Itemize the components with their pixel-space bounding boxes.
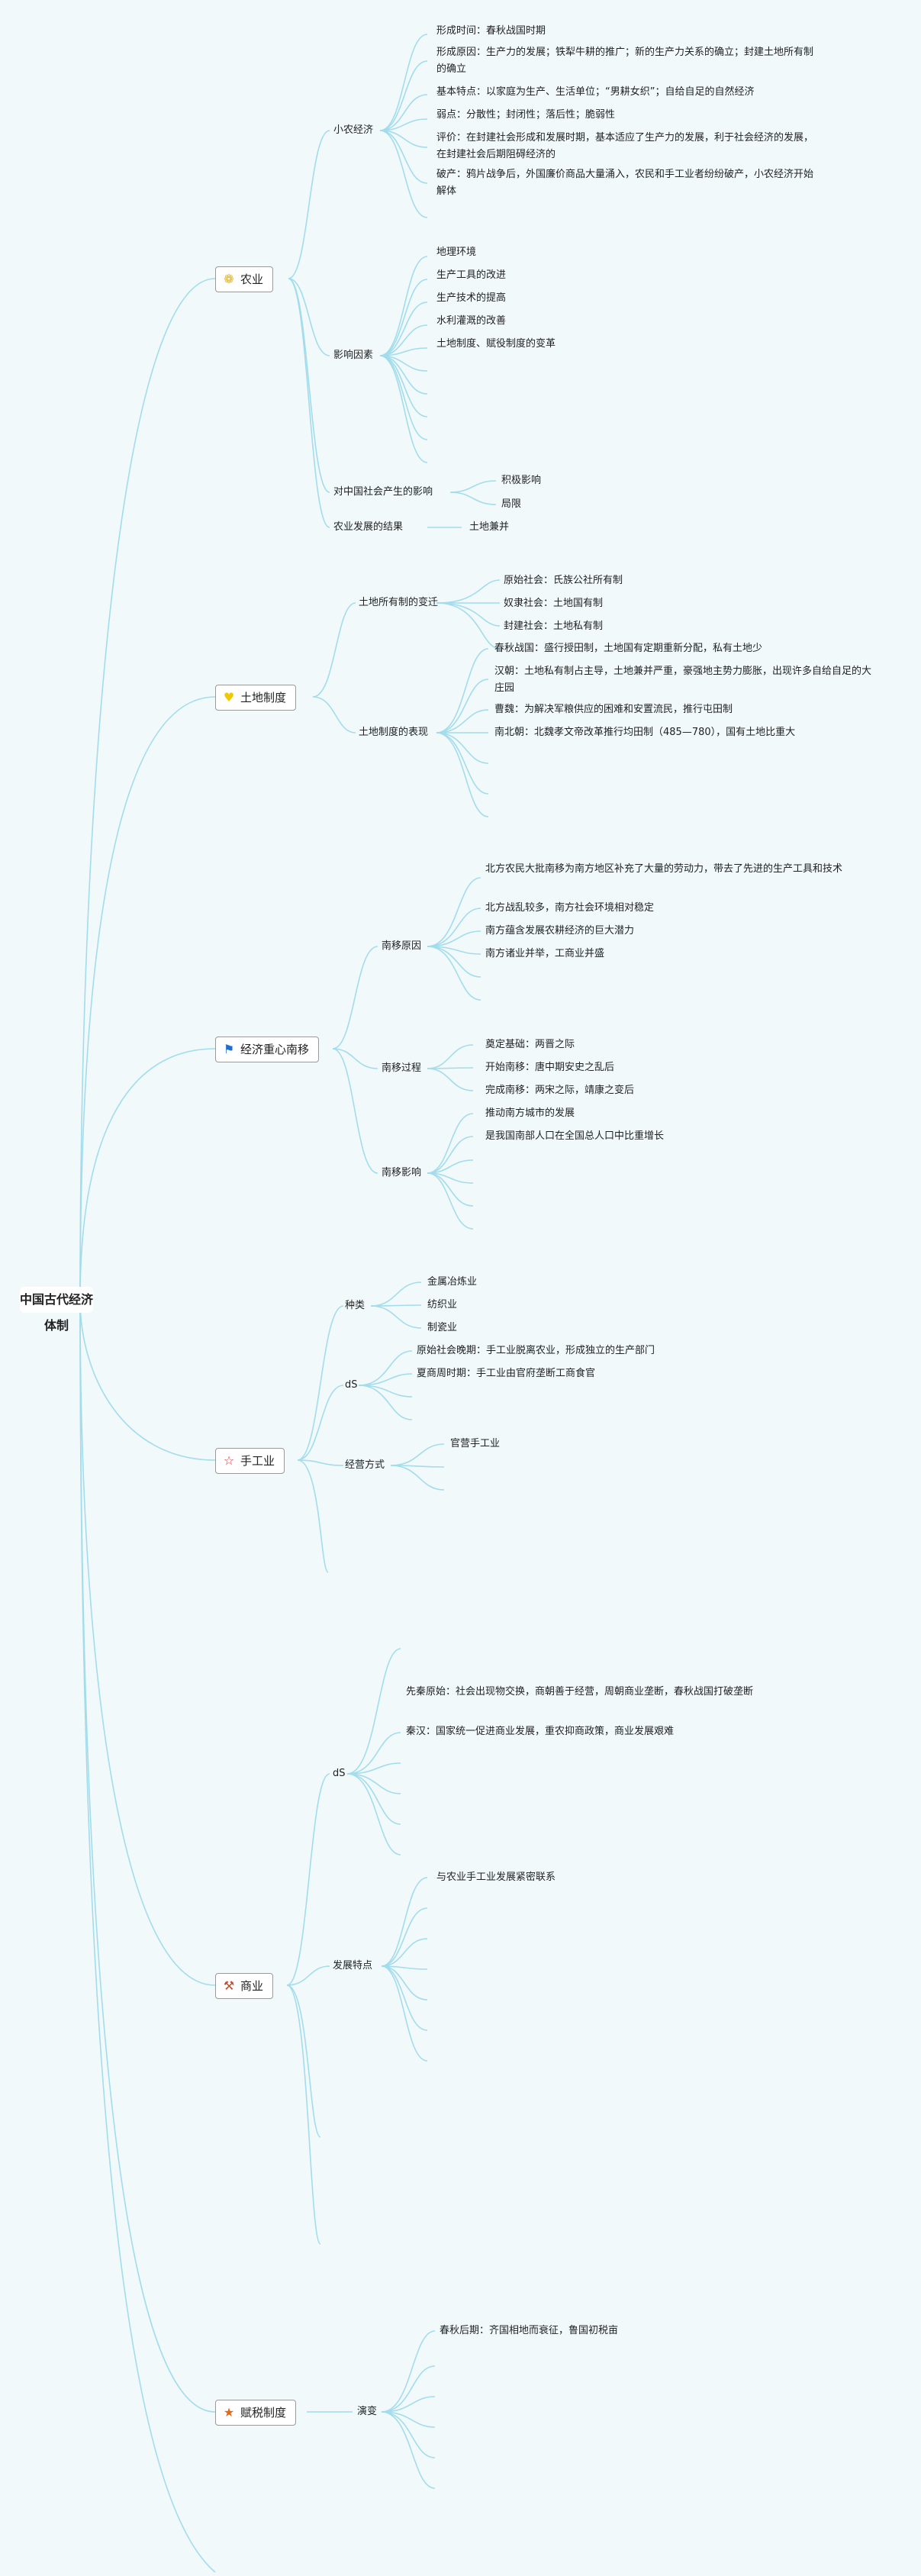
leaf-type-3[interactable]: 制瓷业 [427,1322,458,1333]
node-commerce-ds[interactable]: dS [333,1768,346,1779]
leaf-feature-1[interactable]: 与农业手工业发展紧密联系 [436,1872,556,1883]
leaf-reason-2[interactable]: 北方战乱较多，南方社会环境相对稳定 [485,902,655,914]
flag-icon: ⚑ [223,1042,235,1056]
node-land-change[interactable]: 土地所有制的变迁 [359,597,439,608]
leaf-factor-1[interactable]: 地理环境 [436,247,477,258]
star-icon: ☆ [223,1453,235,1468]
topic-agriculture-label: 农业 [240,272,264,286]
leaf-small-4[interactable]: 弱点：分散性；封闭性；落后性；脆弱性 [436,109,616,121]
leaf-land-change-2[interactable]: 奴隶社会：土地国有制 [504,598,604,609]
leaf-factor-3[interactable]: 生产技术的提高 [436,292,507,304]
node-south-process[interactable]: 南移过程 [382,1062,422,1074]
leaf-land-annexation[interactable]: 土地兼并 [469,521,510,533]
leaf-reason-3[interactable]: 南方蕴含发展农耕经济的巨大潜力 [485,925,635,937]
leaf-land-show-2[interactable]: 汉朝：土地私有制占主导，土地兼并严重，豪强地主势力膨胀，出现许多自给自足的大庄园 [494,666,872,694]
topic-land-system[interactable]: ♥ 土地制度 [215,685,297,711]
leaf-factor-2[interactable]: 生产工具的改进 [436,269,507,281]
topic-land-system-label: 土地制度 [240,691,287,704]
node-commerce-feature[interactable]: 发展特点 [333,1960,373,1971]
leaf-process-1[interactable]: 奠定基础：两晋之际 [485,1039,575,1050]
node-south-reason[interactable]: 南移原因 [382,940,422,952]
leaf-land-change-1[interactable]: 原始社会：氏族公社所有制 [504,575,623,586]
heart-icon: ♥ [223,690,235,704]
topic-agriculture[interactable]: ❁ 农业 [215,266,274,292]
leaf-small-6[interactable]: 破产：鸦片战争后，外国廉价商品大量涌入，农民和手工业者纷纷破产，小农经济开始解体 [436,169,814,197]
root-topic[interactable]: 中国古代经济体制 [20,1287,93,1333]
leaf-type-2[interactable]: 纺织业 [427,1299,458,1311]
leaf-impact-positive[interactable]: 积极影响 [501,475,542,486]
leaf-cds-1[interactable]: 先秦原始：社会出现物交换，商朝善于经营，周朝商业垄断，春秋战国打破垄断 [406,1686,754,1697]
topic-commerce-label: 商业 [240,1979,264,1993]
leaf-small-2[interactable]: 形成原因：生产力的发展；铁犁牛耕的推广；新的生产力关系的确立；封建土地所有制的确… [436,47,814,75]
leaf-reason-4[interactable]: 南方诸业并举，工商业并盛 [485,948,605,959]
node-social-impact[interactable]: 对中国社会产生的影响 [333,486,433,498]
leaf-impact-limit[interactable]: 局限 [501,498,522,510]
leaf-type-1[interactable]: 金属冶炼业 [427,1276,478,1288]
node-handicraft-types[interactable]: 种类 [345,1300,366,1311]
leaf-cds-2[interactable]: 秦汉：国家统一促进商业发展，重农抑商政策，商业发展艰难 [406,1726,675,1737]
leaf-land-change-3[interactable]: 封建社会：土地私有制 [504,621,604,632]
topic-tax-system[interactable]: ★ 赋税制度 [215,2400,297,2426]
topic-economy-south[interactable]: ⚑ 经济重心南移 [215,1037,320,1062]
hammer-icon: ⚒ [223,1978,235,1993]
leaf-reason-1[interactable]: 北方农民大批南移为南方地区补充了大量的劳动力，带去了先进的生产工具和技术 [485,863,843,875]
leaf-small-1[interactable]: 形成时间：春秋战国时期 [436,25,546,37]
leaf-small-3[interactable]: 基本特点：以家庭为生产、生活单位；“男耕女织”；自给自足的自然经济 [436,86,755,98]
leaf-factor-4[interactable]: 水利灌溉的改善 [436,315,507,327]
leaf-factor-5[interactable]: 土地制度、赋役制度的变革 [436,338,556,350]
leaf-tax-1[interactable]: 春秋后期：齐国相地而衰征，鲁国初税亩 [440,2325,619,2336]
leaf-hds-1[interactable]: 原始社会晚期：手工业脱离农业，形成独立的生产部门 [417,1345,655,1356]
leaf-land-show-3[interactable]: 曹魏：为解决军粮供应的困难和安置流民，推行屯田制 [494,704,733,715]
topic-handicraft-label: 手工业 [240,1454,275,1468]
node-tax-evolve[interactable]: 演变 [357,2406,378,2417]
leaf-land-show-1[interactable]: 春秋战国：盛行授田制，土地国有定期重新分配，私有土地少 [494,643,763,654]
node-south-effect[interactable]: 南移影响 [382,1167,422,1178]
leaf-manage-1[interactable]: 官营手工业 [450,1438,501,1449]
node-handicraft-manage[interactable]: 经营方式 [345,1459,385,1471]
leaf-effect-1[interactable]: 推动南方城市的发展 [485,1107,575,1119]
node-agri-result[interactable]: 农业发展的结果 [333,521,404,533]
leaf-effect-2[interactable]: 是我国南部人口在全国总人口中比重增长 [485,1130,665,1142]
node-influence-factors[interactable]: 影响因素 [333,350,374,361]
leaf-process-3[interactable]: 完成南移：两宋之际，靖康之变后 [485,1085,635,1096]
node-handicraft-ds[interactable]: dS [345,1379,358,1391]
leaf-land-show-4[interactable]: 南北朝：北魏孝文帝改革推行均田制（485—780），国有土地比重大 [494,727,796,738]
topic-handicraft[interactable]: ☆ 手工业 [215,1448,285,1474]
leaf-small-5[interactable]: 评价：在封建社会形成和发展时期，基本适应了生产力的发展，利于社会经济的发展，在封… [436,132,814,160]
topic-commerce[interactable]: ⚒ 商业 [215,1973,274,1999]
node-small-farmer-economy[interactable]: 小农经济 [333,124,374,136]
star-filled-icon: ★ [223,2405,235,2420]
node-land-show[interactable]: 土地制度的表现 [359,727,429,738]
wheat-bundle-icon: ❁ [224,272,234,286]
topic-economy-south-label: 经济重心南移 [240,1043,310,1056]
leaf-hds-2[interactable]: 夏商周时期：手工业由官府垄断工商食官 [417,1368,596,1379]
leaf-process-2[interactable]: 开始南移：唐中期安史之乱后 [485,1062,615,1073]
topic-tax-system-label: 赋税制度 [240,2406,287,2420]
